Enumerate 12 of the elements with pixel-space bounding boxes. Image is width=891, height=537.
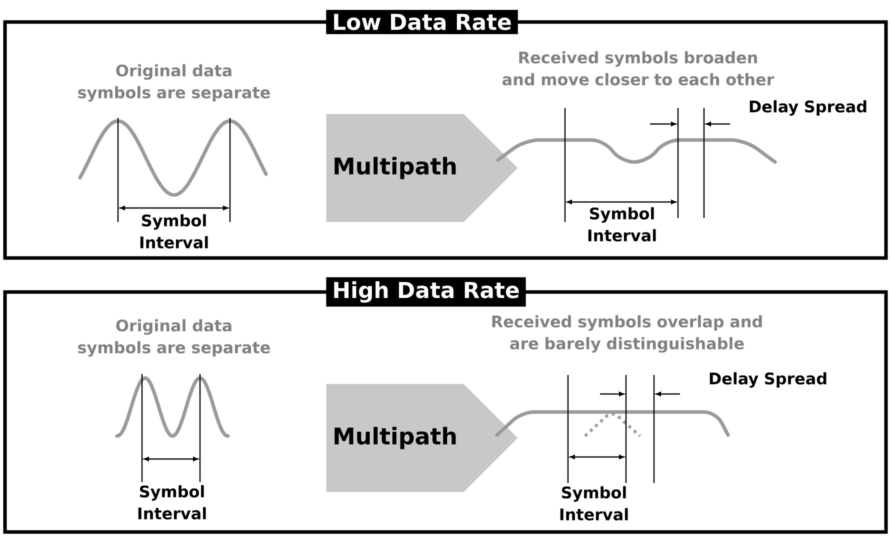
caption-text: Original data symbols are separate (78, 319, 270, 357)
dimension-label: Symbol Interval (588, 207, 656, 242)
dimension-label: Symbol Interval (140, 214, 208, 248)
caption-text: Received symbols broaden and move closer to each other (502, 51, 774, 86)
dimension-label: Delay Spread (750, 100, 866, 116)
title-tab: Low Data Rate (326, 10, 518, 34)
caption-text: Original data symbols are separate (78, 64, 270, 102)
dimension-label: Delay Spread (710, 372, 826, 388)
dimension-label: Symbol Interval (138, 485, 206, 520)
dimension-label: Symbol Interval (560, 486, 628, 520)
title-tab: High Data Rate (326, 277, 526, 307)
caption-text: Received symbols overlap and are barely distinguishable (492, 315, 762, 353)
